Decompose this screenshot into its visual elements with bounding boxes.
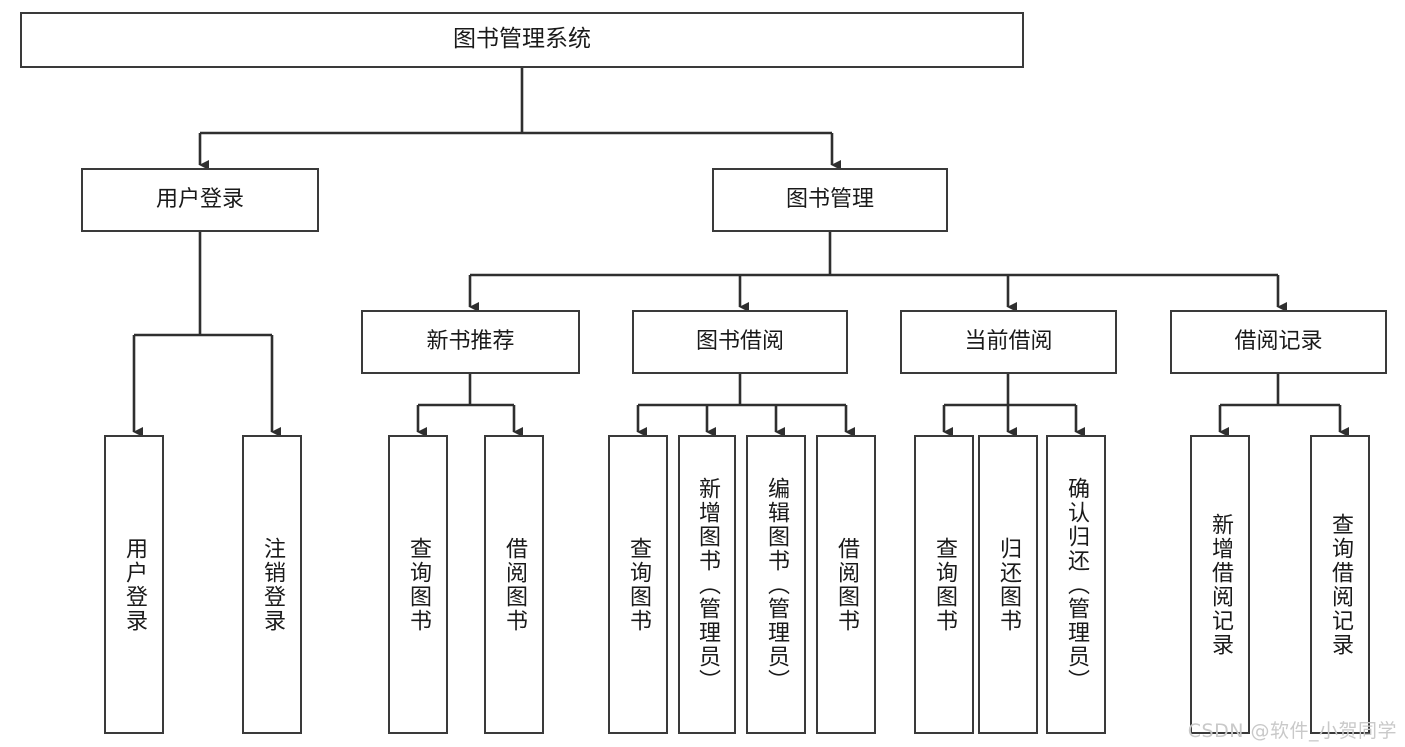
node-label: 借阅图书 [502, 536, 527, 633]
node-leaf-query-book-current[interactable]: 查询图书 [914, 435, 974, 734]
node-leaf-borrow-book-new[interactable]: 借阅图书 [484, 435, 544, 734]
node-label: 查询借阅记录 [1328, 512, 1353, 657]
node-leaf-edit-book-admin[interactable]: 编辑图书（管理员） [746, 435, 806, 734]
node-label: 新增图书（管理员） [695, 476, 720, 693]
node-leaf-add-borrow-record[interactable]: 新增借阅记录 [1190, 435, 1250, 734]
node-leaf-query-book[interactable]: 查询图书 [608, 435, 668, 734]
node-label: 用户登录 [155, 186, 244, 212]
csdn-watermark: CSDN @软件_小贺同学 [1187, 720, 1397, 742]
node-label: 注销登录 [260, 536, 285, 633]
node-leaf-confirm-return-admin[interactable]: 确认归还（管理员） [1046, 435, 1106, 734]
node-label: 归还图书 [996, 536, 1021, 633]
node-label: 新增借阅记录 [1208, 512, 1233, 657]
node-leaf-user-login[interactable]: 用户登录 [104, 435, 164, 734]
node-leaf-borrow-book[interactable]: 借阅图书 [816, 435, 876, 734]
node-leaf-query-book-new[interactable]: 查询图书 [388, 435, 448, 734]
node-leaf-query-borrow-record[interactable]: 查询借阅记录 [1310, 435, 1370, 734]
node-label: 借阅记录 [1234, 328, 1323, 354]
node-label: 图书管理系统 [453, 26, 591, 53]
node-label: 查询图书 [932, 536, 957, 633]
node-label: 当前借阅 [964, 328, 1053, 354]
node-borrow-record[interactable]: 借阅记录 [1170, 310, 1387, 374]
node-label: 图书借阅 [695, 328, 784, 354]
node-new-book-recommend[interactable]: 新书推荐 [361, 310, 580, 374]
node-label: 查询图书 [626, 536, 651, 633]
node-label: 确认归还（管理员） [1064, 476, 1089, 693]
node-label: 图书管理 [785, 186, 874, 212]
node-leaf-logout[interactable]: 注销登录 [242, 435, 302, 734]
node-label: 用户登录 [122, 536, 147, 633]
node-current-borrow[interactable]: 当前借阅 [900, 310, 1117, 374]
node-label: 查询图书 [406, 536, 431, 633]
node-book-borrow[interactable]: 图书借阅 [632, 310, 848, 374]
node-label: 借阅图书 [834, 536, 859, 633]
node-label: 新书推荐 [426, 328, 515, 354]
node-root-book-management-system[interactable]: 图书管理系统 [20, 12, 1024, 68]
node-user-login[interactable]: 用户登录 [81, 168, 319, 232]
node-book-management[interactable]: 图书管理 [712, 168, 948, 232]
node-label: 编辑图书（管理员） [764, 476, 789, 693]
node-leaf-add-book-admin[interactable]: 新增图书（管理员） [678, 435, 736, 734]
node-leaf-return-book[interactable]: 归还图书 [978, 435, 1038, 734]
